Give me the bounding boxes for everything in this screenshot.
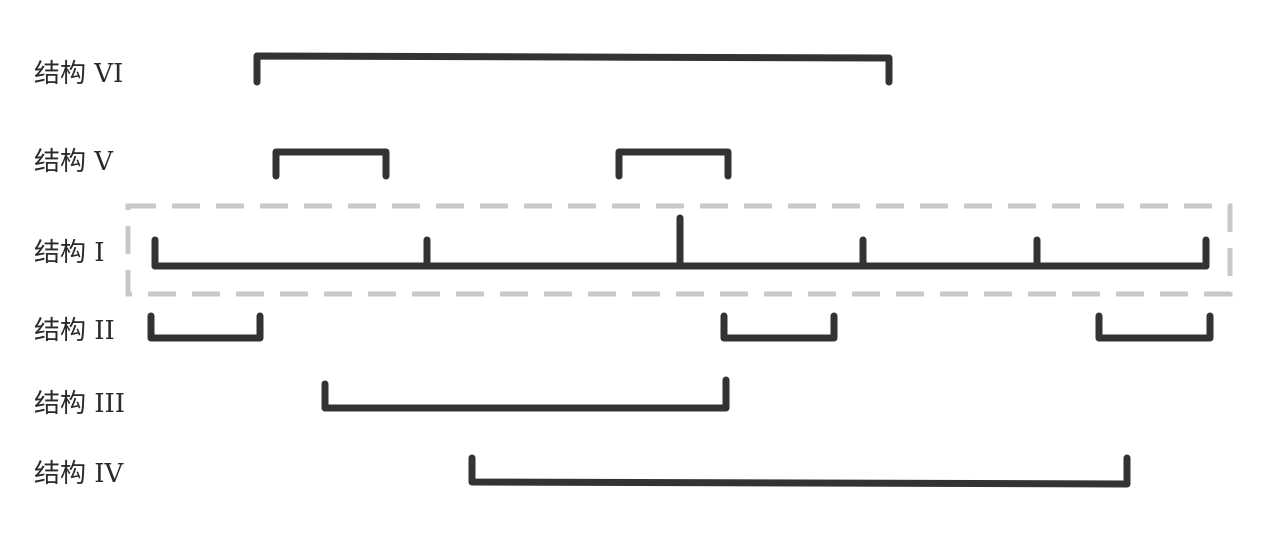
row-label-vi: 结构 VI <box>34 59 123 89</box>
bracket-structure-ii-2 <box>720 312 838 342</box>
bracket-structure-v-1 <box>272 148 390 180</box>
row-label-ii: 结构 II <box>34 316 115 346</box>
bracket-structure-ii-1 <box>147 312 264 342</box>
bracket-structure-vi <box>253 52 893 86</box>
highlight-box-structure-i <box>125 203 1233 297</box>
bracket-structure-v-2 <box>615 148 732 180</box>
row-label-v: 结构 V <box>34 147 114 177</box>
bracket-structure-i <box>151 214 1210 270</box>
row-label-i: 结构 I <box>34 238 105 268</box>
bracket-structure-ii-3 <box>1095 312 1214 342</box>
row-label-iii: 结构 III <box>34 389 125 419</box>
bracket-structure-iii <box>321 376 730 412</box>
bracket-structure-iv <box>468 454 1131 488</box>
row-label-iv: 结构 IV <box>34 459 125 489</box>
